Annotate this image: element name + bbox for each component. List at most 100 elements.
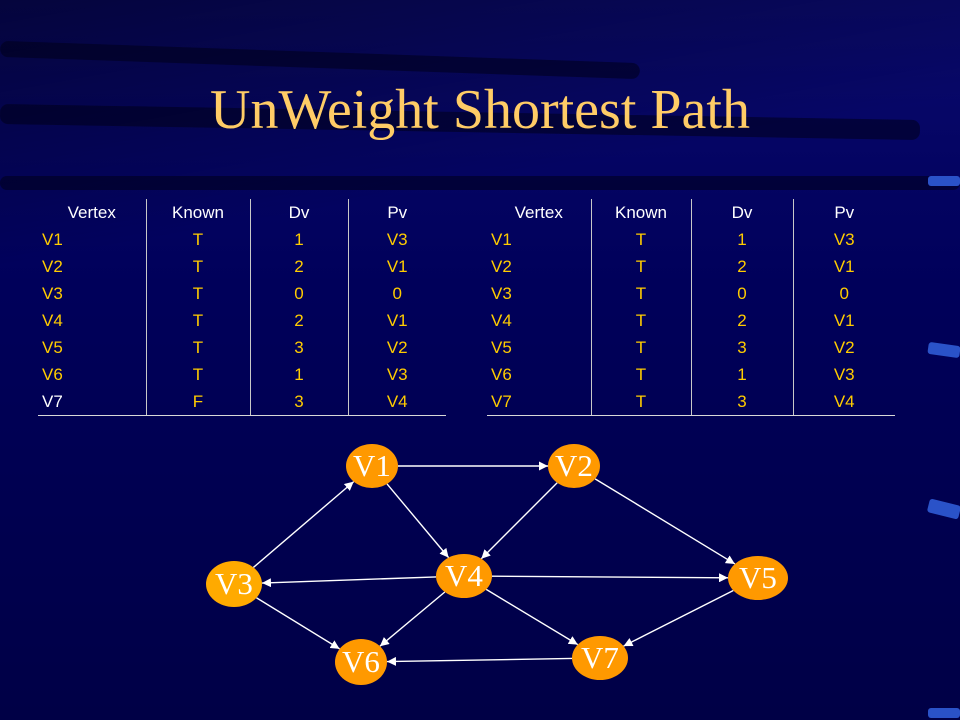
background-streak (0, 176, 960, 190)
table-cell: F (145, 388, 250, 416)
table-cell: T (145, 226, 250, 253)
vertex-label: V2 (555, 448, 593, 483)
vertex-v5: V5 (728, 556, 788, 600)
edge-accent (928, 708, 960, 718)
header-cell: Dv (690, 199, 793, 226)
vertex-circle (728, 556, 788, 600)
table-cell: V7 (38, 388, 146, 416)
table-cell: T (145, 334, 250, 361)
vertex-v6: V6 (335, 639, 387, 685)
vertex-circle (572, 636, 628, 680)
table-cell: V1 (347, 307, 446, 334)
table-cell: V4 (42, 310, 63, 330)
table-cell: 0 (249, 280, 348, 307)
table-cell: V1 (792, 253, 895, 280)
table-cell: V2 (42, 256, 63, 276)
edge-v7-v6 (386, 656, 573, 666)
edge-v2-v5 (594, 478, 736, 565)
edge-v4-v7 (485, 588, 579, 646)
table-cell: 2 (249, 307, 348, 334)
table-cell: V2 (491, 256, 512, 276)
vertex-circle (436, 554, 492, 598)
table-cell: V6 (491, 364, 512, 384)
vertex-label: V3 (215, 566, 253, 601)
table-cell: 1 (249, 361, 348, 388)
table-cell: 2 (690, 307, 793, 334)
edge-v4-v5 (491, 573, 729, 583)
table-cell: T (590, 388, 691, 416)
edge-v3-v6 (256, 597, 341, 650)
table-cell: V3 (347, 361, 446, 388)
header-cell: Pv (792, 199, 895, 226)
table-cell: T (590, 226, 691, 253)
table-cell: V3 (42, 283, 63, 303)
table-cell: V3 (792, 226, 895, 253)
table-cell: V4 (347, 388, 446, 416)
table-cell: T (590, 307, 691, 334)
vertex-v3: V3 (206, 561, 262, 607)
table-cell: V4 (792, 388, 895, 416)
table-cell: V3 (792, 361, 895, 388)
table-cell: 0 (690, 280, 793, 307)
vertex-label: V6 (342, 644, 380, 679)
table-cell: V5 (491, 337, 512, 357)
table-cell: V1 (347, 253, 446, 280)
vertex-circle (548, 444, 600, 488)
vertex-v1: V1 (346, 444, 398, 488)
table-cell: V3 (347, 226, 446, 253)
edge-accent (928, 176, 960, 186)
edge-v3-v1 (252, 481, 355, 568)
table-cell: 1 (249, 226, 348, 253)
table-cell: V6 (42, 364, 63, 384)
table-cell: V2 (792, 334, 895, 361)
table-cell: V3 (491, 283, 512, 303)
page-title: UnWeight Shortest Path (210, 79, 750, 141)
table-cell: 0 (347, 280, 446, 307)
table-cell: V4 (491, 310, 512, 330)
edge-v2-v4 (480, 482, 558, 560)
vertex-circle (346, 444, 398, 488)
header-cell: Dv (249, 199, 348, 226)
vertex-label: V4 (445, 558, 483, 593)
table-cell: V7 (487, 388, 591, 416)
vertex-label: V5 (739, 560, 777, 595)
table-cell: V2 (347, 334, 446, 361)
vertex-v2: V2 (548, 444, 600, 488)
table-cell: T (590, 253, 691, 280)
table-cell: 1 (690, 361, 793, 388)
table-cell: V5 (42, 337, 63, 357)
vertex-circle (335, 639, 387, 685)
table-cell: V1 (42, 229, 63, 249)
vertex-circle (206, 561, 262, 607)
table-cell: 1 (690, 226, 793, 253)
header-cell: Known (590, 199, 691, 226)
table-cell: 0 (792, 280, 895, 307)
table-cell: T (145, 307, 250, 334)
table-cell: T (590, 280, 691, 307)
table-cell: 3 (690, 334, 793, 361)
edge-v5-v7 (623, 589, 734, 647)
vertex-label: V7 (581, 640, 619, 675)
table-cell: T (145, 253, 250, 280)
edge-v4-v6 (379, 591, 446, 647)
vertex-label: V1 (353, 448, 391, 483)
table-cell: T (590, 334, 691, 361)
header-cell: Pv (347, 199, 446, 226)
table-cell: T (590, 361, 691, 388)
